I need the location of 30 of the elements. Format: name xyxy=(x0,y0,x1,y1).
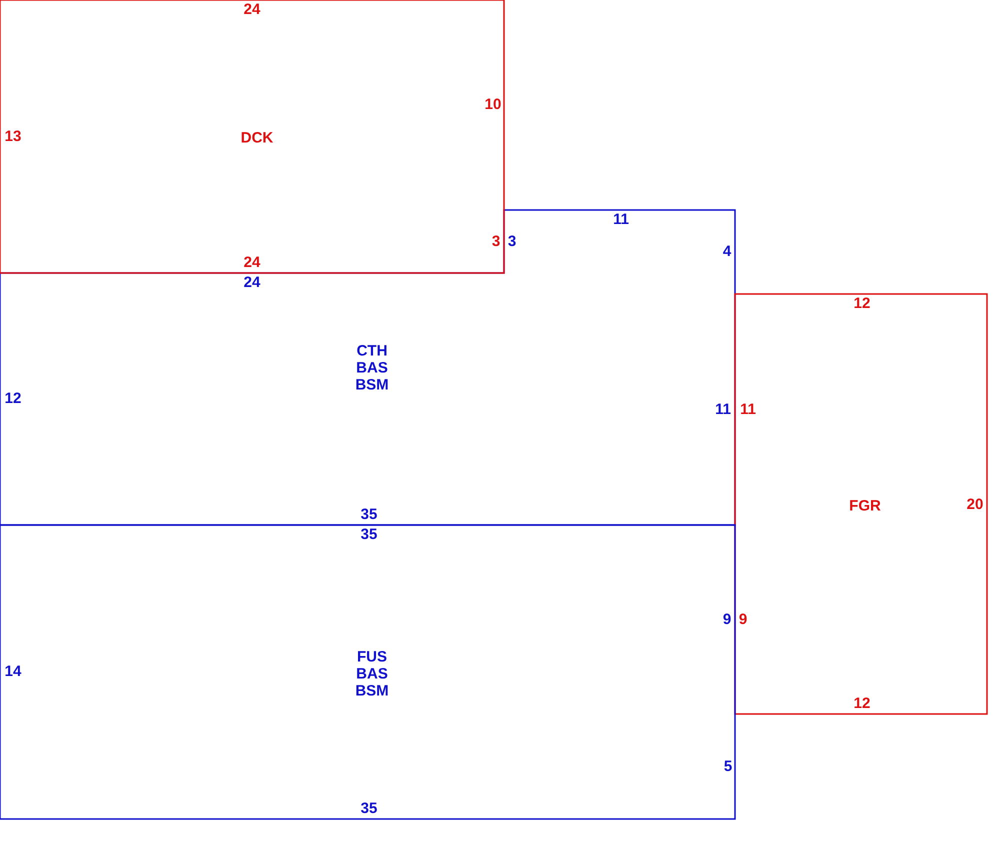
dimension-label: 12 xyxy=(854,696,870,712)
dimension-label: 5 xyxy=(724,759,732,775)
dimension-label: 3 xyxy=(508,234,516,250)
room-code: BAS xyxy=(355,666,389,682)
room-code: FUS xyxy=(356,648,388,666)
dimension-label: 9 xyxy=(722,612,732,628)
dimension-label: 35 xyxy=(360,507,378,523)
dimension-label: 12 xyxy=(4,391,22,407)
dimension-label: 24 xyxy=(244,2,260,18)
dimension-label: 35 xyxy=(360,527,378,543)
dimension-label: 20 xyxy=(966,497,984,513)
dimension-label: 13 xyxy=(4,129,22,145)
room-code: BSM xyxy=(355,376,389,394)
dimension-label: 10 xyxy=(484,97,502,113)
room-code: BAS xyxy=(355,360,389,376)
dimension-label: 12 xyxy=(854,296,870,312)
dimension-label: 4 xyxy=(722,244,732,260)
dimension-label: 24 xyxy=(244,275,260,291)
dimension-label: 11 xyxy=(613,212,629,228)
dimension-label: 11 xyxy=(715,402,731,418)
dimension-label: 35 xyxy=(360,801,378,817)
room-code: CTH xyxy=(356,342,388,360)
dimension-label: 9 xyxy=(738,612,748,628)
dimension-label: 3 xyxy=(492,234,500,250)
room-code: BSM xyxy=(355,682,389,700)
dimension-label: 11 xyxy=(740,402,756,418)
room-code: FGR xyxy=(849,498,881,514)
room-code: DCK xyxy=(240,130,274,146)
dimension-label: 14 xyxy=(4,664,22,680)
dimension-label: 24 xyxy=(244,255,260,271)
